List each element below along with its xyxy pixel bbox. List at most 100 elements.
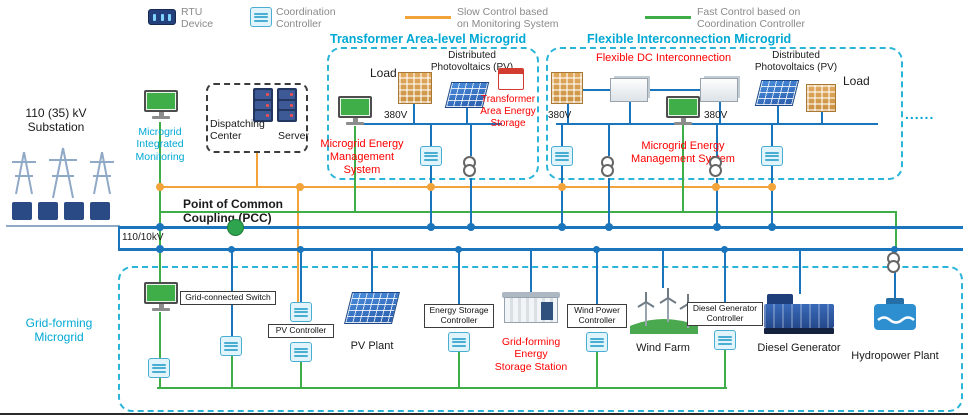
bus-node (427, 223, 435, 231)
coordination-controller-icon (714, 330, 736, 350)
flexible-microgrid-box (546, 47, 903, 180)
switch-computer-icon (144, 282, 178, 312)
feeder-line (567, 104, 569, 123)
figure-bottom-rule (0, 413, 968, 415)
feeder-line (629, 102, 631, 123)
load-building-icon (806, 84, 836, 112)
grid-connected-switch-label: Grid-connected Switch (180, 291, 276, 305)
fast-control-line (895, 211, 897, 249)
transformer-area-storage-label: Transformer Area Energy Storage (480, 94, 536, 129)
ems-label: Microgrid Energy Management System (631, 140, 735, 165)
feeder-line (821, 112, 823, 123)
hydropower-plant-label: Hydropower Plant (851, 350, 939, 362)
feeder-line (413, 104, 415, 123)
feeder-line (470, 178, 472, 227)
flexible-microgrid-title: Flexible Interconnection Microgrid (587, 32, 792, 46)
dispatching-center-box (206, 83, 308, 153)
bus-node (721, 246, 728, 253)
ems-label: Microgrid Energy Management System (320, 138, 404, 176)
feeder-line (458, 251, 460, 304)
coordination-controller-icon (220, 336, 242, 356)
bus-node (891, 246, 898, 253)
feeder-line (608, 178, 610, 227)
load-label: Load (370, 66, 397, 80)
fast-control-line (724, 350, 726, 388)
bus-node (156, 245, 164, 253)
energy-storage-cabinet-icon (498, 68, 524, 90)
slow-control-node (296, 183, 304, 191)
storage-station-label: Grid-forming Energy Storage Station (494, 336, 568, 373)
transformer-icon (887, 252, 904, 273)
bus-node (768, 223, 776, 231)
voltage-label: 380V (704, 110, 728, 121)
coordination-controller-icon (290, 342, 312, 362)
bus-node (713, 223, 721, 231)
feeder-line (430, 166, 432, 227)
fast-control-line (159, 378, 161, 388)
bus-node (228, 246, 235, 253)
transformer-microgrid-box (327, 47, 539, 180)
feeder-line (662, 251, 664, 288)
bus-node (558, 223, 566, 231)
diesel-generator-label: Diesel Generator (757, 342, 841, 354)
fast-control-line (231, 356, 233, 388)
slow-control-node (558, 183, 566, 191)
diesel-generator-controller-label: Diesel Generator Controller (687, 302, 763, 326)
slow-control-node (712, 183, 720, 191)
feeder-line (608, 123, 610, 156)
feeder-line (894, 251, 896, 298)
lv-bus-line (352, 123, 502, 125)
dispatching-center-label: Dispatching Center (210, 118, 265, 143)
feeder-line (561, 166, 563, 227)
fast-control-line (596, 352, 598, 388)
server-label: Server (278, 130, 309, 142)
feeder-line (716, 178, 718, 227)
server-icon (277, 88, 297, 122)
feeder-line (771, 123, 773, 146)
coordination-controller-icon (250, 7, 272, 27)
pcc-label: Point of Common Coupling (PCC) (183, 197, 283, 226)
load-building-icon (398, 72, 432, 104)
feeder-line (561, 123, 563, 146)
bus-node (467, 223, 475, 231)
fast-control-line (300, 362, 302, 388)
slow-control-node (156, 183, 164, 191)
dc-converter-icon (610, 78, 648, 102)
feeder-line (530, 251, 532, 292)
coordination-controller-icon (448, 332, 470, 352)
transformer-icon (601, 156, 618, 177)
bus-node (156, 223, 164, 231)
bus-end-line (118, 226, 120, 251)
slow-control-node (768, 183, 776, 191)
distributed-pv-label: Distributed Photovoltaics (PV) (430, 50, 513, 73)
slow-control-line (159, 186, 772, 188)
flexible-dc-label: Flexible DC Interconnection (596, 52, 732, 64)
server-icon (253, 88, 273, 122)
coordination-controller-icon (761, 146, 783, 166)
slow-control-line (256, 153, 258, 187)
feeder-line (771, 166, 773, 227)
diesel-generator-icon (764, 294, 834, 334)
transformer-icon (709, 156, 726, 177)
fast-control-line (682, 124, 684, 211)
hydropower-plant-icon (874, 298, 916, 330)
feeder-line (466, 108, 468, 123)
slow-control-legend-line (405, 16, 451, 19)
feeder-line (371, 251, 373, 292)
transformer-icon (463, 156, 480, 177)
solar-panel-icon (754, 80, 800, 106)
voltage-label: 380V (384, 110, 408, 121)
substation-icon (6, 147, 120, 227)
wind-power-controller-label: Wind Power Controller (567, 304, 627, 328)
ems-computer-icon (666, 96, 700, 126)
feeder-line (596, 251, 598, 304)
feeder-line (799, 251, 801, 294)
coordination-controller-icon (290, 302, 312, 322)
feeder-line (300, 251, 302, 302)
bus-voltage-label: 110/10kV (122, 232, 164, 243)
feeder-line (777, 106, 779, 123)
legend-rtu-label: RTU Device (181, 6, 214, 31)
mv-bus-line (118, 226, 963, 229)
gridforming-microgrid-title: Grid-forming Microgrid (25, 316, 93, 345)
